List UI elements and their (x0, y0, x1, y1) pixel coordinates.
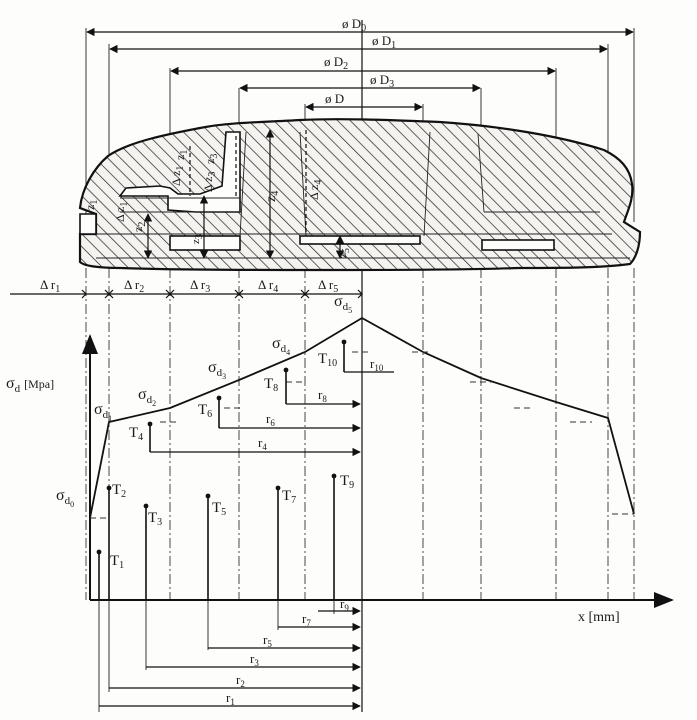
projection-lines (85, 28, 635, 600)
svg-text:Δ r3: Δ r3 (190, 277, 210, 295)
svg-text:ø D0: ø D0 (342, 16, 366, 34)
stress-axes (82, 334, 674, 608)
radius-dimensions-upper (150, 371, 394, 457)
radius-dimensions-lower (98, 600, 361, 712)
height-labels: z1 Δ z1 z2 z1 Δ z1 z3 Δ z3 z3 z4 Δ z4 z5 (83, 150, 352, 258)
forging-cross-section (78, 118, 642, 272)
measuring-point-labels: T1 T2 T3 T4 T5 T6 T7 T8 T9 T10 (110, 351, 354, 571)
svg-text:Δ r5: Δ r5 (318, 277, 338, 295)
svg-text:T4: T4 (129, 425, 143, 443)
svg-text:Δ z1: Δ z1 (169, 166, 186, 186)
svg-text:σd0: σd0 (56, 487, 74, 509)
svg-text:z1: z1 (83, 200, 100, 210)
y-axis-label: σd[Mpa] (6, 375, 54, 395)
svg-text:ø D3: ø D3 (370, 72, 394, 90)
svg-text:σd3: σd3 (208, 359, 226, 381)
svg-text:σd5: σd5 (334, 293, 352, 315)
svg-text:σd1: σd1 (94, 401, 112, 423)
diameter-labels: ø D0 ø D1 ø D2 ø D3 ø D (324, 16, 396, 106)
svg-text:r9: r9 (340, 596, 349, 613)
svg-text:r1: r1 (226, 690, 235, 707)
svg-text:r8: r8 (318, 387, 327, 404)
svg-text:z5: z5 (337, 248, 352, 258)
x-axis-label: x [mm] (578, 610, 620, 625)
measuring-point-stems (96, 339, 347, 600)
stress-labels: σd0 σd1 σd2 σd3 σd4 σd5 (56, 293, 352, 509)
svg-text:Δ z4: Δ z4 (307, 180, 324, 200)
svg-text:z2: z2 (131, 222, 148, 232)
svg-text:z3: z3 (190, 234, 205, 244)
svg-text:T8: T8 (264, 376, 278, 394)
svg-text:r2: r2 (236, 672, 245, 689)
svg-text:ø D: ø D (325, 91, 344, 106)
radial-step-labels: Δ r1 Δ r2 Δ r3 Δ r4 Δ r5 (40, 277, 338, 295)
radius-labels-upper: r4 r6 r8 r10 (258, 356, 384, 452)
svg-text:Δ z1: Δ z1 (113, 202, 130, 222)
svg-text:σd2: σd2 (138, 386, 156, 408)
svg-text:T10: T10 (318, 351, 337, 369)
svg-text:T2: T2 (112, 482, 126, 500)
svg-text:r4: r4 (258, 435, 267, 452)
svg-text:Δ r1: Δ r1 (40, 277, 60, 295)
svg-text:z3: z3 (203, 154, 220, 164)
diameter-dimensions (86, 27, 634, 112)
radial-step-dimensions (10, 289, 363, 299)
svg-text:z1: z1 (173, 150, 190, 160)
stress-curve (89, 316, 635, 519)
svg-text:T5: T5 (212, 500, 226, 518)
svg-text:r5: r5 (263, 632, 272, 649)
svg-text:T6: T6 (198, 402, 212, 420)
radius-labels-lower: r1 r2 r3 r5 r7 r9 (226, 596, 349, 707)
svg-text:ø D1: ø D1 (372, 33, 396, 51)
svg-text:ø D2: ø D2 (324, 54, 348, 72)
svg-text:Δ r4: Δ r4 (258, 277, 278, 295)
svg-text:σd4: σd4 (272, 335, 290, 357)
svg-text:T1: T1 (110, 553, 124, 571)
svg-text:T3: T3 (148, 510, 162, 528)
svg-text:r3: r3 (250, 651, 259, 668)
svg-text:r7: r7 (302, 611, 311, 628)
svg-text:T7: T7 (282, 488, 296, 506)
svg-text:r6: r6 (266, 411, 275, 428)
svg-text:z4: z4 (264, 191, 281, 202)
svg-text:T9: T9 (340, 473, 354, 491)
svg-text:r10: r10 (370, 356, 384, 373)
svg-text:Δ r2: Δ r2 (124, 277, 144, 295)
height-dimensions (143, 129, 345, 259)
svg-text:Δ z3: Δ z3 (201, 172, 218, 192)
